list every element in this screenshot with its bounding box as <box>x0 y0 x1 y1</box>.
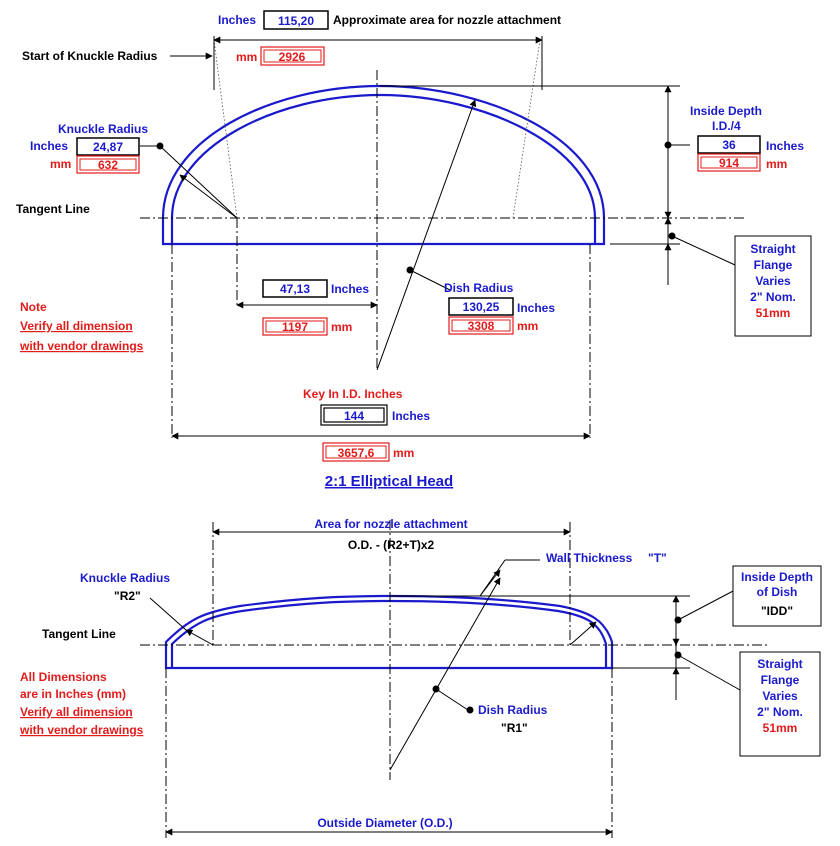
id-inches-input[interactable]: 144 <box>344 409 364 423</box>
bottom-dish-title: Dish Radius <box>478 703 548 717</box>
knuckle-mm-value: 632 <box>98 158 118 172</box>
bottom-flange-line-3: Varies <box>762 689 798 703</box>
nozzle-mm-value: 2926 <box>279 50 306 64</box>
dish-radius-title: Dish Radius <box>444 281 514 295</box>
note-title: Note <box>20 300 47 314</box>
bottom-head-outer <box>164 594 614 670</box>
bottom-depth-title-1: Inside Depth <box>741 570 813 584</box>
dish-unit-mm: mm <box>517 319 538 333</box>
id-unit-in: Inches <box>392 409 430 423</box>
top-flange-line-3: Varies <box>755 274 791 288</box>
all-dims-line-2: are in Inches (mm) <box>20 687 126 701</box>
bottom-verify-2: with vendor drawings <box>19 723 144 737</box>
depth-inches-value: 36 <box>722 138 736 152</box>
depth-unit-in: Inches <box>766 139 804 153</box>
bottom-flange-line-1: Straight <box>757 657 802 671</box>
bottom-flange-line-2: Flange <box>761 673 800 687</box>
top-diagram: Inches 115,20 Approximate area for nozzl… <box>16 10 812 490</box>
bottom-knuckle-symbol: "R2" <box>114 589 141 603</box>
depth-unit-mm: mm <box>766 157 787 171</box>
half-mm-value: 1197 <box>282 320 308 334</box>
key-in-label: Key In I.D. Inches <box>303 387 403 401</box>
top-flange-line-2: Flange <box>754 258 793 272</box>
bottom-flange-mm: 51mm <box>763 721 798 735</box>
depth-mm-value: 914 <box>719 156 739 170</box>
knuckle-radius-title: Knuckle Radius <box>58 122 148 136</box>
note-line-1: Verify all dimension <box>20 319 133 333</box>
all-dims-line-1: All Dimensions <box>20 670 107 684</box>
bottom-diagram: Area for nozzle attachment O.D. - (R2+T)… <box>19 517 822 838</box>
bottom-depth-title-2: of Dish <box>757 585 798 599</box>
bottom-knuckle-title: Knuckle Radius <box>80 571 170 585</box>
start-knuckle-label: Start of Knuckle Radius <box>22 49 158 63</box>
half-inches-value: 47,13 <box>280 282 310 296</box>
area-formula: O.D. - (R2+T)x2 <box>348 538 435 552</box>
top-flange-mm: 51mm <box>756 306 791 320</box>
knuckle-unit-mm: mm <box>50 157 71 171</box>
top-head-outer <box>161 84 606 246</box>
area-label: Area for nozzle attachment <box>314 517 467 531</box>
dish-mm-value: 3308 <box>468 319 495 333</box>
bottom-flange-line-4: 2" Nom. <box>757 705 803 719</box>
half-unit-mm: mm <box>331 320 352 334</box>
note-line-2: with vendor drawings <box>19 339 144 353</box>
top-head-inner <box>170 93 597 244</box>
wall-thickness-symbol: "T" <box>648 551 667 565</box>
bottom-verify-1: Verify all dimension <box>20 705 133 719</box>
bottom-depth-symbol: "IDD" <box>761 604 793 618</box>
id-unit-mm: mm <box>393 446 414 460</box>
knuckle-inches-value: 24,87 <box>93 140 123 154</box>
depth-formula: I.D./4 <box>712 119 741 133</box>
depth-title: Inside Depth <box>690 104 762 118</box>
nozzle-mm-label: mm <box>236 50 257 64</box>
bottom-tangent-label: Tangent Line <box>42 627 116 641</box>
nozzle-inches-value[interactable]: 115,20 <box>278 14 314 28</box>
half-unit-in: Inches <box>331 282 369 296</box>
knuckle-unit-in: Inches <box>30 139 68 153</box>
top-tangent-label: Tangent Line <box>16 202 90 216</box>
nozzle-caption: Approximate area for nozzle attachment <box>333 13 561 27</box>
top-flange-line-1: Straight <box>750 242 795 256</box>
nozzle-unit-label: Inches <box>218 13 256 27</box>
id-mm-value: 3657,6 <box>338 446 375 460</box>
top-flange-line-4: 2" Nom. <box>750 290 796 304</box>
dish-inches-value: 130,25 <box>463 300 500 314</box>
wall-thickness-label: Wall Thickness <box>546 551 633 565</box>
dish-unit-in: Inches <box>517 301 555 315</box>
od-label: Outside Diameter (O.D.) <box>317 816 452 830</box>
bottom-dish-symbol: "R1" <box>501 721 528 735</box>
bottom-head-inner <box>170 599 608 668</box>
heading-elliptical-head: 2:1 Elliptical Head <box>325 473 453 490</box>
